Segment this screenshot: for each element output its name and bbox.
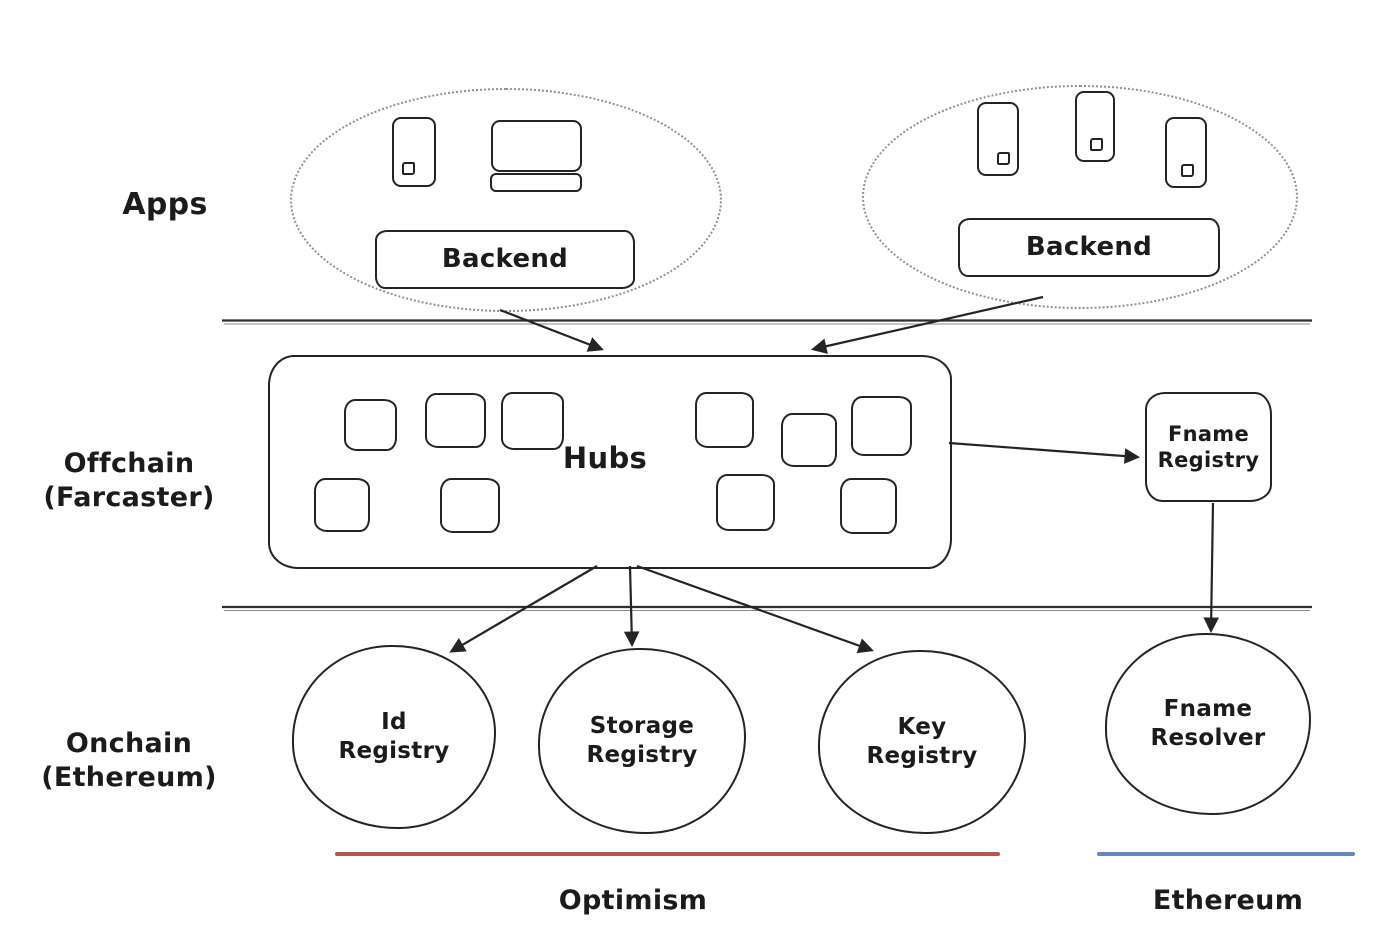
hub-node — [695, 392, 754, 448]
backend-box-right: Backend — [958, 218, 1220, 277]
fname-registry-box: Fname Registry — [1145, 392, 1272, 502]
hub-node — [501, 392, 564, 450]
separator-apps-offchain — [222, 319, 1312, 325]
layer-label-offchain: Offchain (Farcaster) — [24, 447, 234, 515]
storage-registry-line1: Storage — [589, 713, 695, 740]
hub-node — [716, 474, 775, 531]
arrow-hubs-to-storage-registry — [623, 565, 640, 648]
monitor-base-icon — [490, 173, 582, 192]
layer-label-apps: Apps — [122, 187, 208, 222]
hub-node — [440, 478, 500, 533]
phone-icon — [392, 117, 436, 187]
layer-label-offchain-line2: (Farcaster) — [43, 481, 215, 513]
id-registry-circle: Id Registry — [292, 645, 496, 829]
arrow-hubs-to-fname-registry — [948, 441, 1141, 464]
storage-registry-line2: Registry — [586, 742, 698, 768]
phone-home-button-icon — [997, 152, 1010, 165]
layer-label-onchain-line1: Onchain — [65, 728, 193, 759]
arrow-hubs-to-id-registry — [449, 565, 598, 653]
phone-home-button-icon — [402, 162, 415, 175]
separator-offchain-onchain — [222, 605, 1312, 612]
hub-node — [840, 478, 897, 534]
hub-node — [781, 413, 837, 467]
id-registry-line2: Registry — [338, 738, 450, 764]
hubs-box — [268, 355, 952, 569]
ethereum-underline — [1097, 852, 1355, 856]
layer-label-offchain-line1: Offchain — [63, 448, 195, 479]
hub-node — [344, 399, 397, 451]
arrow-backend-right-to-hubs — [810, 295, 1044, 354]
ethereum-label: Ethereum — [1152, 885, 1304, 916]
optimism-underline — [335, 852, 1000, 856]
backend-box-left: Backend — [375, 230, 635, 289]
apps-group-right — [862, 85, 1298, 309]
arrow-backend-left-to-hubs — [499, 308, 604, 352]
phone-home-button-icon — [1181, 164, 1194, 177]
fname-registry-line2: Registry — [1157, 448, 1260, 472]
backend-label-left: Backend — [441, 244, 569, 275]
phone-icon — [1165, 117, 1207, 188]
key-registry-line2: Registry — [866, 743, 978, 769]
layer-label-onchain: Onchain (Ethereum) — [24, 727, 234, 795]
phone-home-button-icon — [1090, 138, 1103, 151]
fname-resolver-circle: Fname Resolver — [1105, 633, 1311, 815]
fname-resolver-line2: Resolver — [1150, 725, 1266, 751]
fname-registry-line1: Fname — [1167, 421, 1250, 446]
hub-node — [425, 393, 486, 448]
fname-resolver-line1: Fname — [1163, 696, 1253, 723]
hub-node — [851, 396, 912, 456]
id-registry-line1: Id — [381, 709, 407, 736]
phone-icon — [1075, 91, 1115, 162]
key-registry-line1: Key — [897, 714, 947, 741]
arrow-fname-registry-to-fname-resolver — [1203, 502, 1219, 634]
hubs-label: Hubs — [562, 441, 648, 475]
arrow-hubs-to-key-registry — [636, 564, 874, 654]
optimism-label: Optimism — [558, 885, 708, 916]
layer-label-onchain-line2: (Ethereum) — [41, 761, 217, 793]
backend-label-right: Backend — [1025, 232, 1153, 263]
storage-registry-circle: Storage Registry — [538, 648, 746, 834]
key-registry-circle: Key Registry — [818, 650, 1026, 834]
hub-node — [314, 478, 370, 532]
phone-icon — [977, 102, 1019, 176]
monitor-icon — [491, 120, 582, 172]
